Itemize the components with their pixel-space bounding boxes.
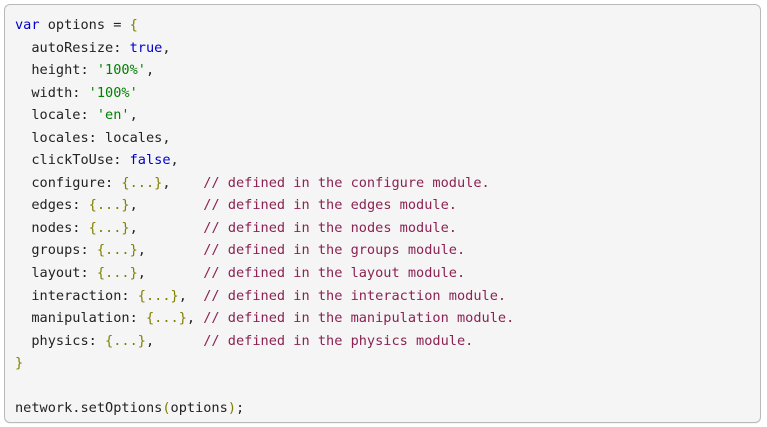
code-line: clickToUse: false, — [15, 152, 179, 169]
code-token-punct: } — [15, 355, 24, 372]
code-token-punct: {...} — [88, 219, 130, 236]
code-line: height: '100%', — [15, 62, 154, 78]
code-token-plain: interaction: — [15, 287, 138, 304]
code-token-punct: ( — [162, 400, 171, 417]
code-token-punct: ) — [227, 400, 236, 417]
code-token-punct: {...} — [121, 174, 163, 191]
code-token-keyword: false — [129, 152, 171, 169]
code-token-plain: , — [178, 287, 204, 304]
code-token-plain: groups: — [15, 242, 97, 259]
code-line: layout: {...}, // defined in the layout … — [15, 265, 465, 281]
code-token-plain: ; — [236, 400, 245, 417]
code-token-comment: // defined in the interaction module. — [203, 287, 507, 304]
code-token-plain: network.setOptions — [15, 400, 163, 417]
code-token-plain: autoResize: — [15, 39, 130, 56]
code-line: nodes: {...}, // defined in the nodes mo… — [15, 220, 457, 236]
code-line: autoResize: true, — [15, 39, 171, 56]
code-token-punct: {...} — [96, 265, 138, 282]
code-token-plain: , — [162, 174, 204, 191]
code-token-keyword: true — [129, 39, 163, 56]
code-token-plain: , — [129, 219, 204, 236]
code-token-comment: // defined in the groups module. — [203, 242, 466, 259]
code-line: groups: {...}, // defined in the groups … — [15, 242, 465, 258]
code-line: width: '100%' — [15, 84, 138, 101]
code-token-plain: , — [145, 332, 204, 349]
code-token-plain: nodes: — [15, 219, 89, 236]
code-token-string: 'en' — [96, 107, 130, 124]
code-line: network.setOptions(options); — [15, 400, 244, 416]
code-token-comment: // defined in the physics module. — [203, 332, 474, 349]
code-content[interactable]: var options = { autoResize: true, height… — [15, 14, 748, 420]
code-token-comment: // defined in the manipulation module. — [203, 310, 515, 327]
code-token-punct: {...} — [145, 310, 187, 327]
code-token-plain: options = — [39, 17, 130, 33]
code-token-plain: , — [137, 242, 204, 259]
code-line: manipulation: {...}, // defined in the m… — [15, 310, 514, 326]
code-line: locale: 'en', — [15, 107, 138, 124]
code-token-plain: , — [162, 39, 171, 56]
code-token-string: '100%' — [88, 84, 138, 101]
code-token-plain: clickToUse: — [15, 152, 130, 169]
code-token-keyword: var — [15, 17, 40, 33]
code-line: edges: {...}, // defined in the edges mo… — [15, 197, 457, 213]
code-token-plain: , — [129, 197, 204, 214]
code-token-string: '100%' — [96, 62, 146, 79]
code-token-punct: { — [129, 17, 138, 33]
code-token-plain: , — [170, 152, 179, 169]
code-token-plain: manipulation: — [15, 310, 146, 327]
code-token-plain: layout: — [15, 265, 97, 282]
code-block: var options = { autoResize: true, height… — [4, 4, 761, 423]
code-token-comment: // defined in the layout module. — [203, 265, 466, 282]
code-token-comment: // defined in the edges module. — [203, 197, 457, 214]
code-token-plain: edges: — [15, 197, 89, 214]
code-token-plain: locales: locales, — [15, 129, 171, 146]
code-line: locales: locales, — [15, 129, 171, 146]
code-token-comment: // defined in the nodes module. — [203, 219, 457, 236]
code-line: physics: {...}, // defined in the physic… — [15, 333, 473, 349]
code-token-plain: , — [129, 107, 138, 124]
code-token-punct: {...} — [96, 242, 138, 259]
code-token-punct: {...} — [105, 332, 146, 349]
code-token-plain: width: — [15, 84, 89, 101]
code-token-plain: height: — [15, 62, 97, 79]
code-line: configure: {...}, // defined in the conf… — [15, 174, 490, 191]
code-line: var options = { — [15, 17, 138, 33]
code-line: } — [15, 355, 23, 371]
code-token-plain: locale: — [15, 107, 97, 124]
code-token-plain: , — [145, 62, 155, 79]
code-token-comment: // defined in the configure module. — [203, 174, 490, 191]
code-token-plain: , — [186, 310, 204, 327]
code-token-plain: physics: — [15, 332, 106, 349]
code-token-plain: options — [170, 400, 228, 417]
code-token-plain: , — [137, 265, 204, 282]
code-token-punct: {...} — [88, 197, 130, 214]
code-token-plain: configure: — [15, 174, 122, 191]
code-token-punct: {...} — [137, 287, 179, 304]
code-line: interaction: {...}, // defined in the in… — [15, 288, 506, 304]
